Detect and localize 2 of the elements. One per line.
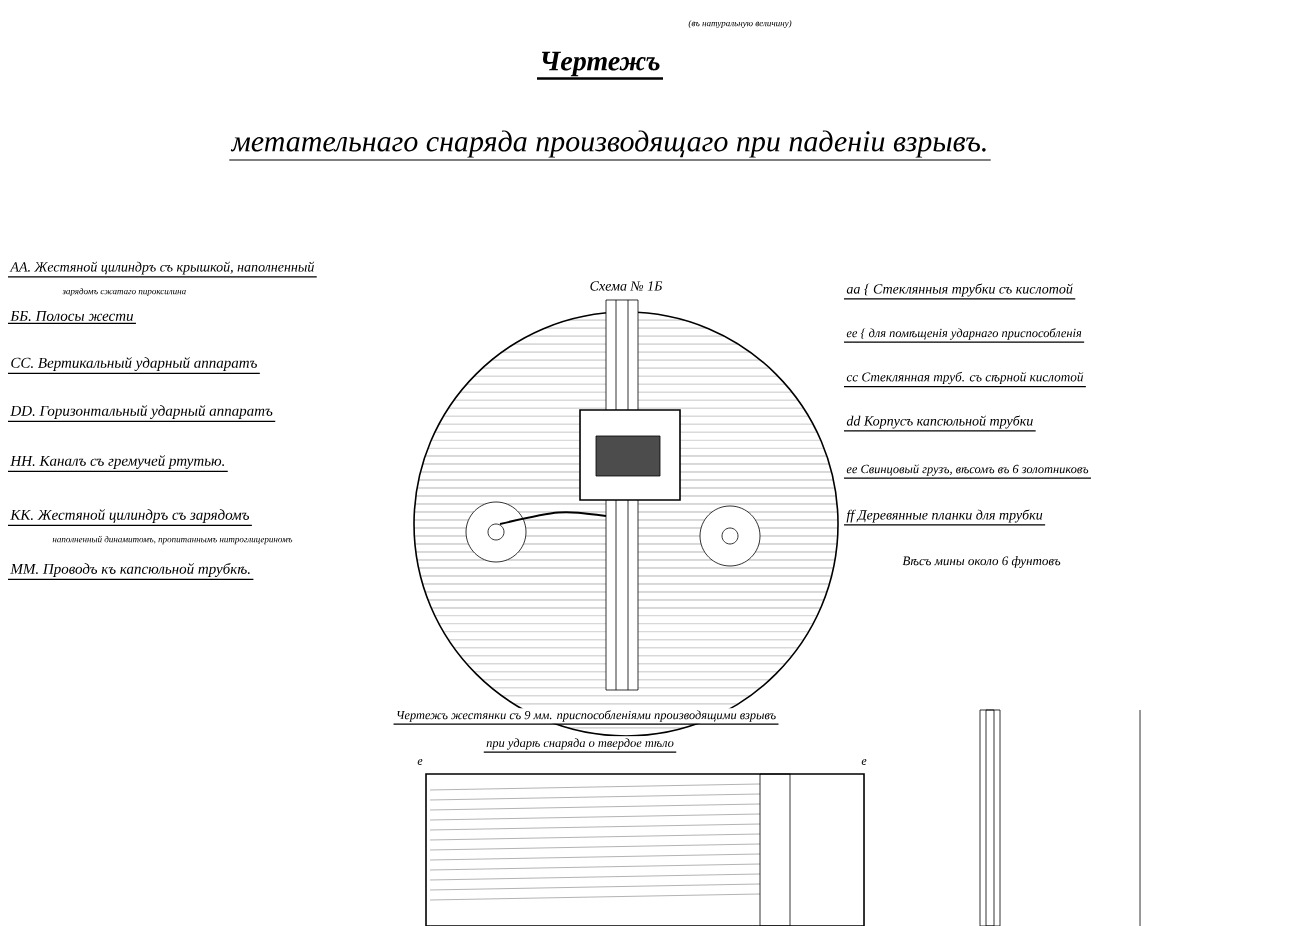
- title-text: метательнаго снаряда производящаго при паденіи взрывъ.: [228, 128, 992, 161]
- title-text: Чертежъ: [537, 51, 663, 80]
